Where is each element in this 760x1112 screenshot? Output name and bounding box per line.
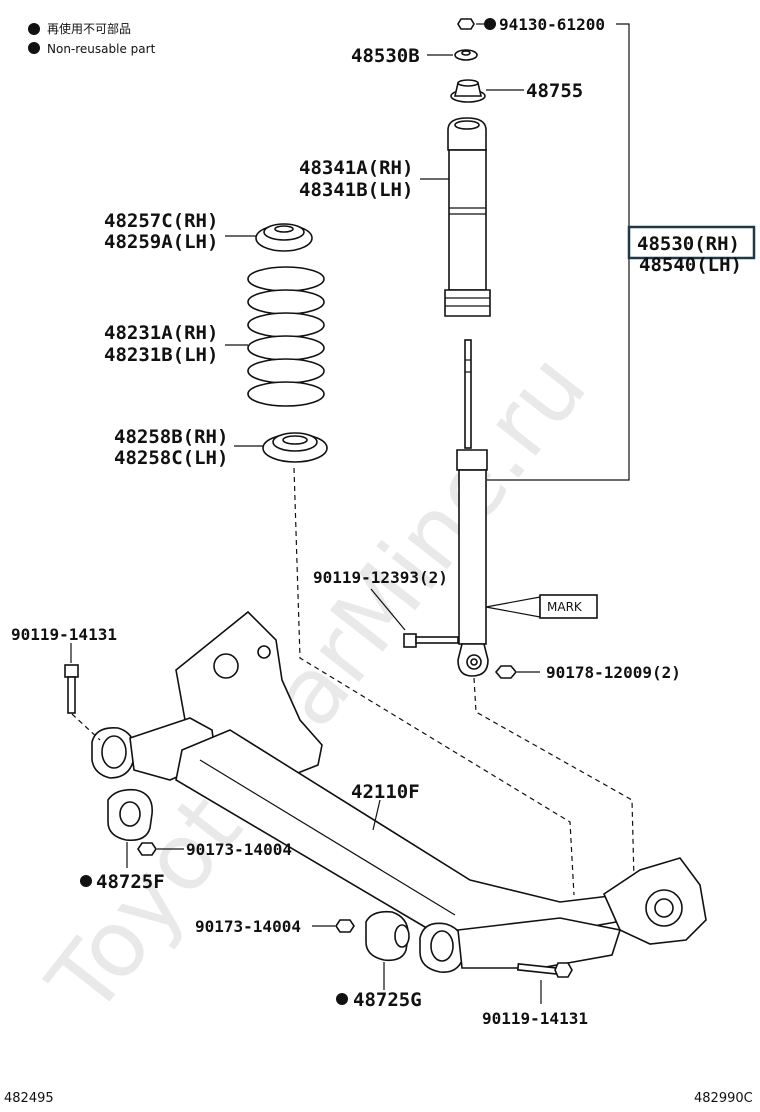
label-90173-14004-lower[interactable]: 90173-14004	[195, 917, 301, 936]
label-48540-lh[interactable]: 48540(LH)	[639, 254, 742, 276]
label-48259A[interactable]: 48259A(LH)	[104, 231, 218, 253]
upper-insulator-48257C[interactable]	[255, 223, 313, 252]
label-48257C[interactable]: 48257C(RH)	[104, 210, 218, 232]
label-48341B[interactable]: 48341B(LH)	[299, 179, 413, 201]
label-48258B[interactable]: 48258B(RH)	[114, 426, 228, 448]
nut-90173-lower[interactable]	[335, 919, 355, 933]
boot-48341[interactable]	[444, 117, 491, 317]
label-48231A[interactable]: 48231A(RH)	[104, 322, 218, 344]
legend: 再使用不可部品 Non-reusable part	[28, 21, 156, 56]
rear-axle-beam-42110F[interactable]	[91, 610, 707, 973]
label-90119-12393[interactable]: 90119-12393(2)	[313, 568, 448, 587]
bushing-48725F[interactable]	[107, 788, 153, 842]
non-reusable-dot-icon	[484, 18, 496, 30]
shock-lower-guide	[473, 677, 635, 881]
legend-line-2: Non-reusable part	[47, 42, 156, 56]
label-48258C[interactable]: 48258C(LH)	[114, 447, 228, 469]
label-90173-14004-upper[interactable]: 90173-14004	[186, 840, 292, 859]
lower-insulator-48258B[interactable]	[262, 432, 328, 463]
coil-spring-48231[interactable]	[247, 266, 325, 407]
label-48725G[interactable]: 48725G	[353, 989, 422, 1011]
footer-left-code: 482495	[4, 1091, 54, 1106]
label-90119-14131-bottom[interactable]: 90119-14131	[482, 1009, 588, 1028]
spring-seat-guide	[293, 467, 575, 896]
label-90119-14131-top[interactable]: 90119-14131	[11, 625, 117, 644]
label-90178-12009[interactable]: 90178-12009(2)	[546, 663, 681, 682]
label-48231B[interactable]: 48231B(LH)	[104, 344, 218, 366]
non-reusable-dot-icon	[336, 993, 348, 1005]
nut-90173-upper[interactable]	[137, 842, 157, 856]
bolt-90119-14131-bottom[interactable]	[516, 962, 573, 978]
label-48341A[interactable]: 48341A(RH)	[299, 157, 413, 179]
washer-48530B[interactable]	[454, 49, 478, 61]
mark-box	[539, 594, 598, 619]
label-42110F[interactable]: 42110F	[351, 781, 420, 803]
nut-90178[interactable]	[494, 665, 540, 679]
bolt-90119-14131-top[interactable]	[64, 664, 79, 714]
cushion-48755[interactable]	[450, 79, 486, 103]
label-94130-61200[interactable]: 94130-61200	[499, 15, 605, 34]
label-48755[interactable]: 48755	[526, 80, 583, 102]
shock-absorber-48530[interactable]	[456, 339, 489, 677]
mark-pointer	[485, 596, 541, 618]
label-48725F[interactable]: 48725F	[96, 871, 165, 893]
label-mark: MARK	[547, 600, 583, 614]
footer-right-code: 482990C	[694, 1091, 753, 1106]
nut-94130[interactable]	[457, 18, 490, 30]
bolt-90119-12393[interactable]	[403, 633, 459, 648]
bushing-48725G[interactable]	[365, 910, 410, 962]
legend-line-1: 再使用不可部品	[47, 21, 131, 36]
non-reusable-dot-icon	[80, 875, 92, 887]
label-48530B[interactable]: 48530B	[351, 45, 420, 67]
label-48530-rh[interactable]: 48530(RH)	[637, 233, 740, 255]
highlight-box	[627, 225, 756, 260]
non-reusable-dot-icon	[28, 42, 40, 54]
non-reusable-dot-icon	[28, 23, 40, 35]
